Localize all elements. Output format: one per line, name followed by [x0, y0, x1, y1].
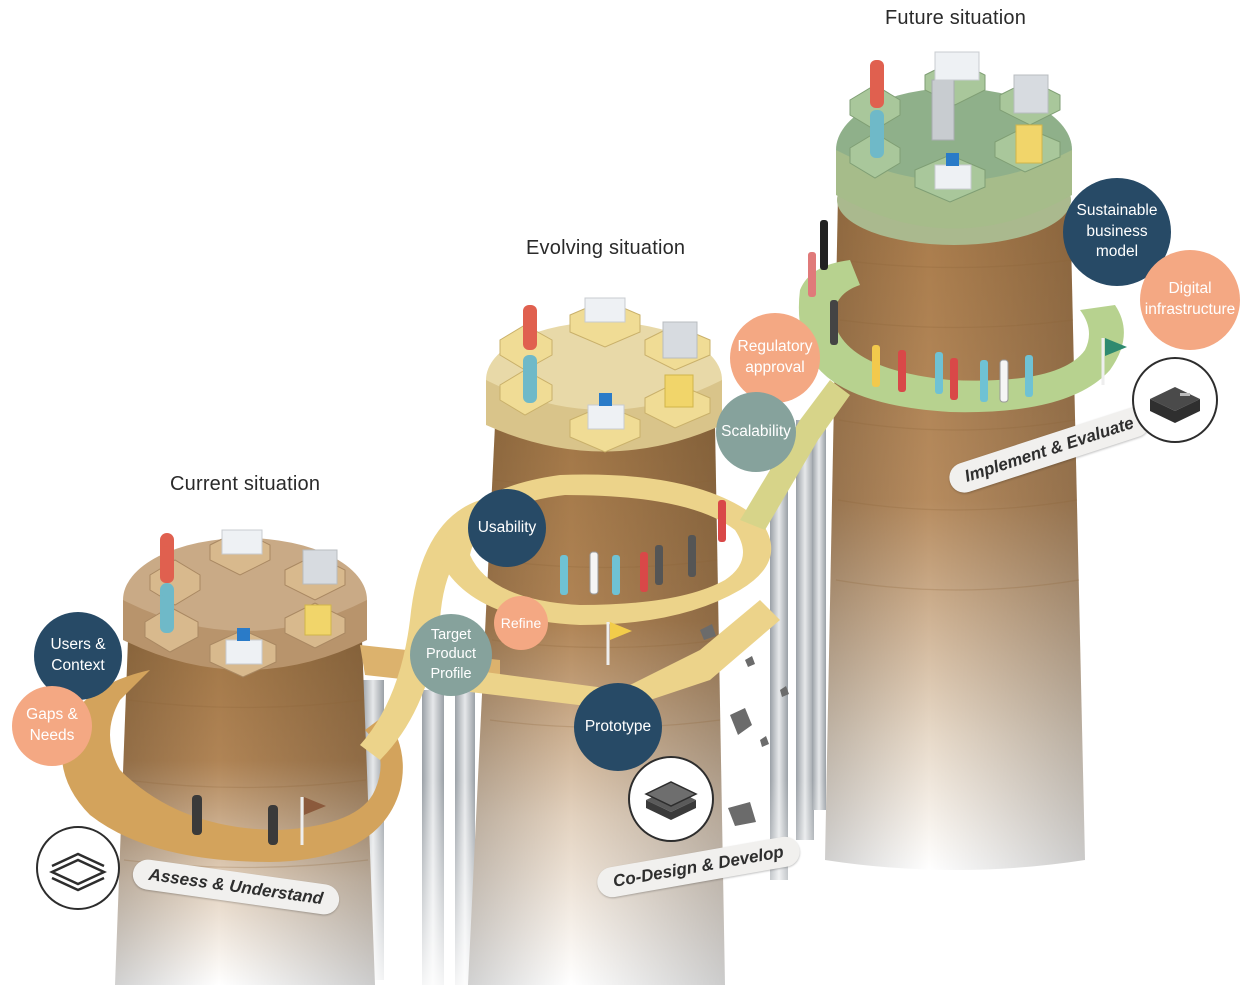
digital-infrastructure-label: Digital infrastructure: [1145, 279, 1235, 321]
device-prototype-icon: [628, 756, 714, 842]
usability-bubble: Usability: [468, 489, 546, 567]
usability-label: Usability: [478, 518, 537, 539]
current-column: [115, 538, 375, 985]
evolving-situation-title: Evolving situation: [526, 237, 685, 260]
scalability-bubble: Scalability: [716, 392, 796, 472]
refine-label: Refine: [501, 614, 541, 633]
device-final-icon: [1132, 357, 1218, 443]
current-situation-title: Current situation: [170, 473, 320, 496]
scalability-label: Scalability: [721, 422, 791, 443]
refine-bubble: Refine: [494, 596, 548, 650]
users-context-label: Users & Context: [50, 635, 105, 677]
device-layers-icon: [36, 826, 120, 910]
digital-infrastructure-bubble: Digital infrastructure: [1140, 250, 1240, 350]
future-situation-title: Future situation: [885, 7, 1026, 30]
regulatory-approval-label: Regulatory approval: [738, 337, 813, 379]
gaps-needs-label: Gaps & Needs: [26, 705, 78, 747]
regulatory-approval-bubble: Regulatory approval: [730, 313, 820, 403]
prototype-label: Prototype: [585, 717, 651, 738]
target-product-profile-bubble: Target Product Profile: [410, 614, 492, 696]
target-product-profile-label: Target Product Profile: [426, 626, 476, 685]
gaps-needs-bubble: Gaps & Needs: [12, 686, 92, 766]
sustainable-business-model-label: Sustainable business model: [1076, 201, 1157, 264]
